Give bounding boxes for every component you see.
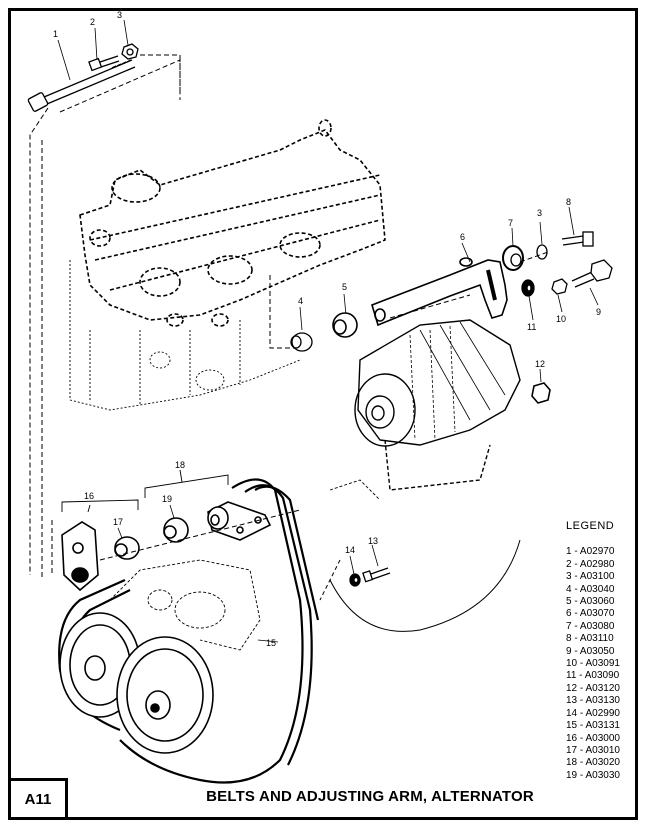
callout-19: 19: [162, 494, 172, 504]
bush-part-17: [114, 536, 140, 560]
legend-item: 9 - A03050: [566, 645, 615, 657]
nut-part-12: [531, 382, 551, 404]
spacer-part-7: [502, 245, 524, 271]
legend-item: 2 - A02980: [566, 558, 615, 570]
bush-part-5: [332, 312, 358, 338]
legend-item: 3 - A03100: [566, 571, 615, 583]
callout-6: 6: [460, 232, 465, 242]
callout-16: 16: [84, 491, 94, 501]
diagram-caption: BELTS AND ADJUSTING ARM, ALTERNATOR: [206, 788, 534, 805]
engine-block: [69, 260, 301, 411]
washer-part-11: [521, 279, 535, 297]
nut-part-3-top: [121, 43, 139, 60]
legend-item: 15 - A03131: [566, 720, 620, 732]
legend-item: 8 - A03110: [566, 633, 614, 645]
legend-item: 10 - A03091: [566, 658, 620, 670]
legend-item: 16 - A03000: [566, 732, 620, 744]
bracket-indicator-part-16: [61, 499, 139, 513]
legend-item: 11 - A03090: [566, 670, 620, 682]
washer-part-14: [349, 573, 361, 587]
legend-item: 7 - A03080: [566, 620, 615, 632]
legend-item: 17 - A03010: [566, 744, 620, 756]
legend-item: 13 - A03130: [566, 695, 620, 707]
bracket-part-16: [61, 521, 99, 592]
legend-item: 6 - A03070: [566, 608, 615, 620]
callout-1: 1: [53, 29, 58, 39]
washer-part-3: [536, 244, 548, 260]
callout-11: 11: [527, 322, 536, 332]
bolt-part-8: [561, 231, 594, 247]
callout-17: 17: [113, 517, 123, 527]
bolt-part-1: [27, 59, 136, 112]
adjusting-arm-part-6: [371, 257, 508, 327]
callout-2: 2: [90, 17, 95, 27]
page-frame: [8, 8, 638, 820]
bush-part-4: [290, 332, 313, 352]
callout-18: 18: [175, 460, 185, 470]
legend-title: LEGEND: [566, 520, 615, 532]
bush-part-19: [163, 517, 189, 543]
legend-item: 12 - A03120: [566, 682, 620, 694]
page-code: A11: [24, 790, 52, 808]
bolt-part-9: [571, 259, 613, 288]
engine-cylinder-head: [79, 119, 386, 327]
bolt-part-13: [362, 567, 391, 583]
page-code-box: A11: [8, 778, 68, 820]
legend-item: 14 - A02990: [566, 707, 620, 719]
legend-item: 4 - A03040: [566, 583, 615, 595]
legend-item: 19 - A03030: [566, 769, 620, 781]
nut-part-10: [551, 278, 568, 295]
callout-5: 5: [342, 282, 347, 292]
callout-3: 3: [117, 10, 122, 20]
callout-4: 4: [298, 296, 303, 306]
bolt-part-2: [88, 55, 120, 72]
tensioner-part-18: [207, 501, 272, 541]
callout-3b: 3: [537, 208, 542, 218]
timing-cover: [109, 479, 381, 651]
callout-7: 7: [508, 218, 513, 228]
alternator: [354, 319, 521, 491]
legend-item: 1 - A02970: [566, 546, 615, 558]
legend-item: 18 - A03020: [566, 757, 620, 769]
callout-9: 9: [596, 307, 601, 317]
callout-12: 12: [535, 359, 545, 369]
callout-8: 8: [566, 197, 571, 207]
callout-13: 13: [368, 536, 378, 546]
callout-15: 15: [266, 638, 276, 648]
bracket-indicator-part-18: [144, 469, 229, 498]
callout-10: 10: [556, 314, 566, 324]
callout-14: 14: [345, 545, 355, 555]
legend-item: 5 - A03060: [566, 596, 615, 608]
crankshaft-pulley-front: [116, 636, 214, 754]
